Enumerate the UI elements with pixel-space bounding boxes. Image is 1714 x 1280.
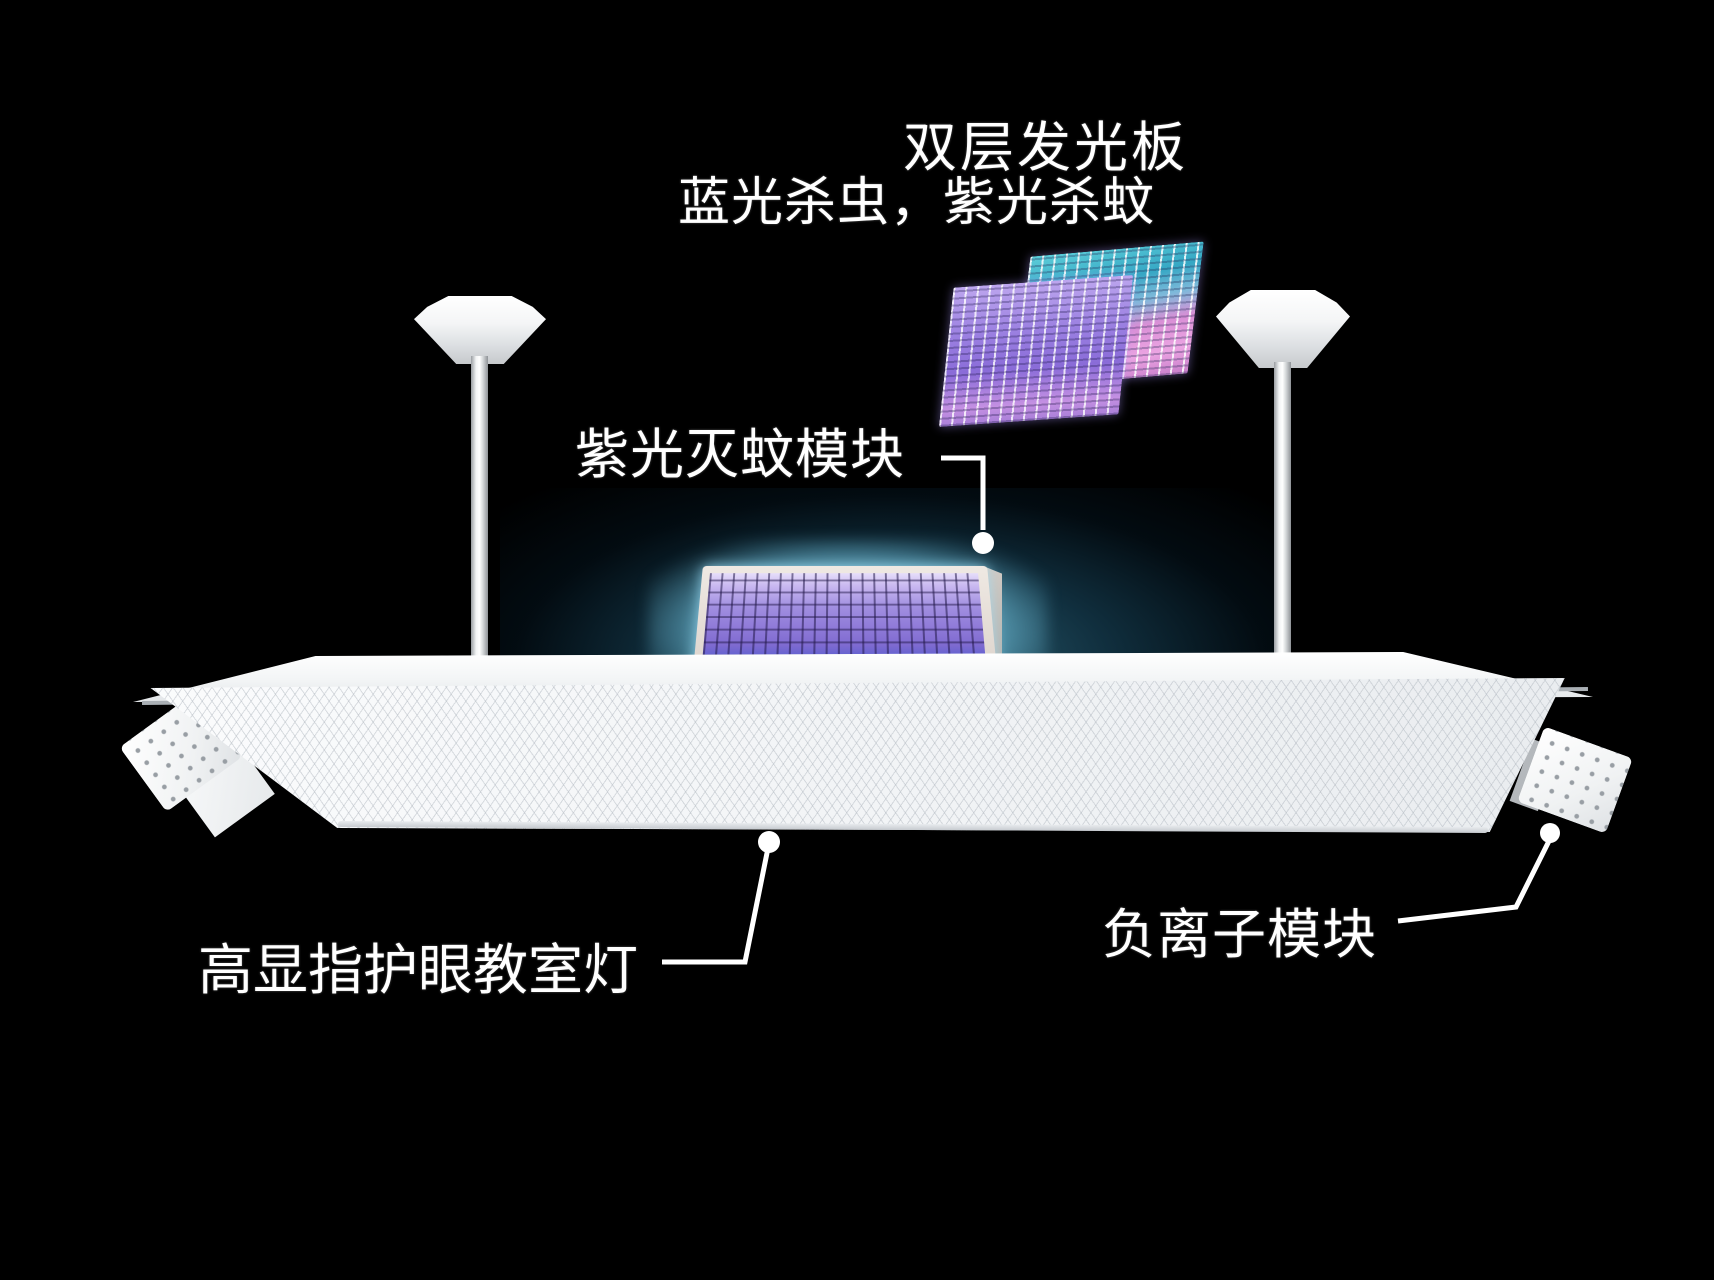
luminous-panel-front [938,275,1134,427]
connector-dot-anion [1540,823,1560,843]
dual-panel-title-label: 双层发光板 [903,116,1188,179]
fixture-prismatic-face [150,678,1565,832]
ceiling-canopy-left [414,296,546,364]
negative-ion-module-label: 负离子模块 [1102,903,1377,966]
connector-anion-module [1397,823,1560,924]
ceiling-canopy-right [1216,290,1350,368]
uv-module-label: 紫光灭蚊模块 [575,423,905,486]
dual-panel-subtitle-label: 蓝光杀虫，紫光杀蚊 [678,173,1156,233]
classroom-light-label: 高显指护眼教室灯 [198,938,639,1002]
connector-classroom-light [662,831,780,965]
suspension-rod-left [471,356,488,686]
connector-dot-light [758,831,780,853]
suspension-rod-right [1274,362,1291,674]
